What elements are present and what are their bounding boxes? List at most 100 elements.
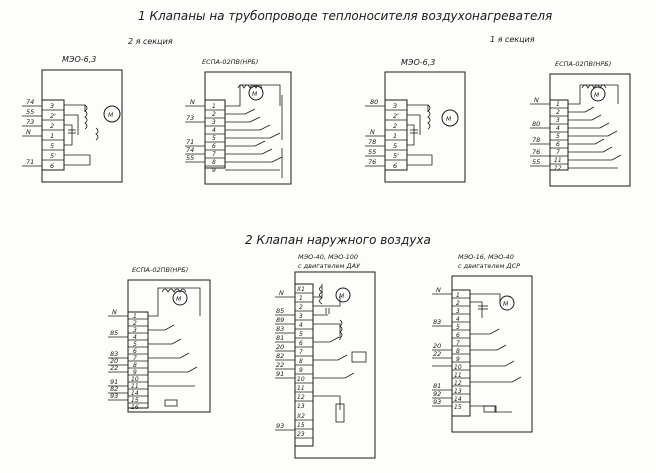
wire-label: 74 — [186, 146, 194, 154]
terminal: X1 — [296, 286, 305, 293]
block-heading-line1: МЭО-16, МЭО-40 — [458, 253, 514, 261]
terminal: 14 — [454, 396, 462, 403]
terminal: 5 — [299, 331, 303, 338]
wire-label: 71 — [186, 138, 194, 146]
block-heading-line2: с двигателем ДСР — [458, 262, 520, 270]
terminal: 4 — [556, 125, 560, 132]
terminal: 7 — [299, 349, 303, 356]
wire-label: 76 — [532, 148, 540, 156]
wire-label: 80 — [370, 98, 378, 106]
wire-label: N — [370, 128, 375, 136]
block-meo63-1st: МЭО-6,3 3 2' 2 1 5 5' 6 M 80 — [365, 58, 466, 183]
wire-label: 74 — [26, 98, 34, 106]
wire-label: N — [112, 308, 117, 316]
wire-label: 93 — [433, 398, 441, 406]
wire-label: N — [279, 289, 284, 297]
wire-label: 71 — [26, 158, 34, 166]
wire-label: 83 — [433, 318, 441, 326]
wire-label: 85 — [276, 307, 284, 315]
section-label-1st: 1 я секция — [490, 35, 535, 44]
wire-label: 22 — [433, 350, 441, 358]
wire-label: 20 — [276, 343, 284, 351]
terminal: 1 — [299, 295, 303, 302]
wire-label: N — [190, 98, 195, 106]
motor-icon: M — [176, 296, 182, 303]
terminal: 1 — [393, 132, 397, 140]
terminal: 12 — [454, 380, 462, 387]
wire-label: 92 — [433, 390, 441, 398]
terminal: 4 — [299, 322, 303, 329]
terminal: 2 — [556, 109, 560, 116]
motor-icon: M — [446, 116, 452, 123]
terminal: 3 — [212, 119, 216, 126]
terminal: 12 — [554, 165, 562, 172]
terminal: 8 — [212, 159, 216, 166]
wire-label: 81 — [276, 334, 284, 342]
terminal: 2 — [50, 122, 54, 130]
wire-label: 55 — [26, 108, 34, 116]
terminal: 5 — [393, 142, 397, 150]
wire-label: 55 — [186, 154, 194, 162]
wire-label: 93 — [276, 422, 284, 430]
wire-label: 85 — [110, 329, 118, 337]
terminal: 11 — [297, 385, 305, 392]
wire-label: N — [26, 128, 31, 136]
terminal: 23 — [297, 431, 305, 438]
terminal: 3 — [456, 308, 460, 315]
terminal: 3 — [50, 102, 54, 110]
wire-label: 73 — [186, 114, 194, 122]
terminal: 2 — [393, 122, 397, 130]
block-heading-line1: МЭО-40, МЭО-100 — [298, 253, 358, 261]
terminal: 6 — [212, 143, 216, 150]
terminal: 3 — [393, 102, 397, 110]
wire-label: 20 — [110, 357, 118, 365]
terminal: 6 — [299, 340, 303, 347]
block-heading: ЕСПА-02ПВ(НРБ) — [555, 60, 611, 68]
terminal: 11 — [454, 372, 462, 379]
section2-title: 2 Клапан наружного воздуха — [245, 233, 431, 247]
terminal: 9 — [299, 367, 303, 374]
wire-label: 55 — [368, 148, 376, 156]
terminal: 7 — [556, 149, 560, 156]
terminal: 2 — [299, 304, 303, 311]
wire-label: 93 — [110, 392, 118, 400]
terminal: 5 — [456, 324, 460, 331]
terminal: 7 — [212, 151, 216, 158]
terminal: 11 — [554, 157, 562, 164]
terminal: 8 — [299, 358, 303, 365]
motor-icon: M — [108, 112, 114, 119]
terminal: 11 — [131, 383, 139, 390]
terminal: Х2 — [296, 413, 305, 420]
terminal: 16 — [131, 404, 139, 411]
section1-title: 1 Клапаны на трубопроводе теплоносителя … — [138, 9, 552, 23]
terminal: 5 — [133, 341, 137, 348]
terminal: 2' — [393, 112, 399, 120]
terminal: 6 — [133, 348, 137, 355]
terminal: 12 — [297, 394, 305, 401]
wire-label: 83 — [110, 350, 118, 358]
terminal: 1 — [456, 292, 460, 299]
terminal: 1 — [556, 101, 560, 108]
terminal: 15 — [297, 422, 305, 429]
terminal: 5' — [393, 152, 399, 160]
terminal: 10 — [131, 376, 139, 383]
terminal: 3 — [556, 117, 560, 124]
terminal: 13 — [297, 403, 305, 410]
wire-label: N — [534, 96, 539, 104]
terminal: 4 — [212, 127, 216, 134]
terminal: 6 — [50, 162, 54, 170]
motor-icon: M — [594, 92, 600, 99]
block-heading: ЕСПА-02ПВ(НРБ) — [202, 58, 258, 66]
terminal: 5 — [50, 142, 54, 150]
terminal: 2 — [133, 320, 137, 327]
section-label-2nd: 2 я секция — [128, 37, 173, 46]
terminal: 5 — [556, 133, 560, 140]
wire-label: 81 — [433, 382, 441, 390]
terminal: 6 — [556, 141, 560, 148]
terminal: 3 — [133, 327, 137, 334]
wire-label: 78 — [368, 138, 376, 146]
block-meo40-dau: МЭО-40, МЭО-100 с двигателем ДАУ X1 1 2 … — [275, 253, 376, 459]
wire-label: 83 — [276, 325, 284, 333]
wire-label: 82 — [110, 385, 118, 393]
